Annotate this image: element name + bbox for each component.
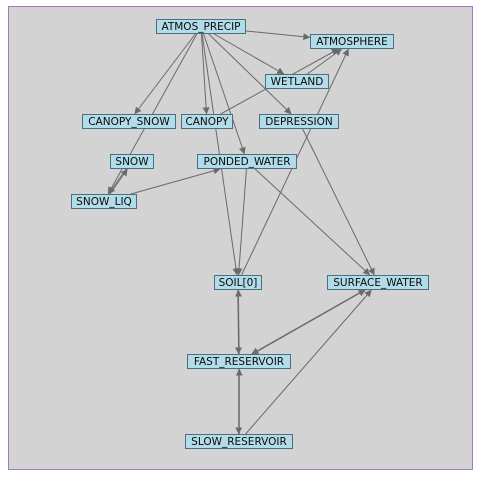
node-snow-liq[interactable]: SNOW_LIQ [71, 194, 137, 209]
edge-atmos-precip-to-atmosphere [245, 30, 311, 41]
edge-atmos-precip-to-depression [208, 33, 292, 115]
edge-fast-reservoir-to-soil [234, 289, 242, 355]
edge-atmos-precip-to-wetland [213, 33, 285, 75]
edge-snow-liq-to-snow [109, 168, 128, 195]
edge-atmos-precip-to-canopy [200, 33, 210, 115]
edge-wetland-to-atmosphere [307, 48, 342, 75]
node-snow[interactable]: SNOW [110, 154, 154, 169]
node-atmosphere[interactable]: ATMOSPHERE [310, 34, 394, 49]
node-ponded-water[interactable]: PONDED_WATER [197, 154, 297, 169]
node-slow-reservoir[interactable]: SLOW_RESERVOIR [185, 434, 293, 449]
graph-canvas [8, 6, 473, 470]
edge-soil-to-fast-reservoir [235, 289, 243, 355]
node-canopy-snow[interactable]: CANOPY_SNOW [82, 114, 176, 129]
edge-fast-reservoir-to-surface-water [252, 289, 366, 355]
edge-atmos-precip-to-canopy-snow [134, 33, 196, 115]
node-canopy[interactable]: CANOPY [181, 114, 233, 129]
node-surface-water[interactable]: SURFACE_WATER [327, 275, 429, 290]
node-depression[interactable]: DEPRESSION [259, 114, 339, 129]
node-soil[interactable]: SOIL[0] [214, 275, 262, 290]
node-fast-reservoir[interactable]: FAST_RESERVOIR [187, 354, 291, 369]
edge-ponded-water-to-surface-water [254, 168, 371, 276]
edge-snow-liq-to-ponded-water [130, 167, 221, 195]
edge-depression-to-surface-water [302, 128, 375, 276]
node-wetland[interactable]: WETLAND [265, 74, 329, 89]
edge-surface-water-to-fast-reservoir [251, 289, 365, 355]
node-atmos-precip[interactable]: ATMOS_PRECIP [156, 19, 246, 34]
edge-slow-reservoir-to-surface-water [245, 289, 372, 435]
edge-snow-to-snow-liq [108, 168, 127, 195]
edge-ponded-water-to-soil [235, 168, 247, 276]
edge-atmos-precip-to-ponded-water [203, 33, 246, 155]
